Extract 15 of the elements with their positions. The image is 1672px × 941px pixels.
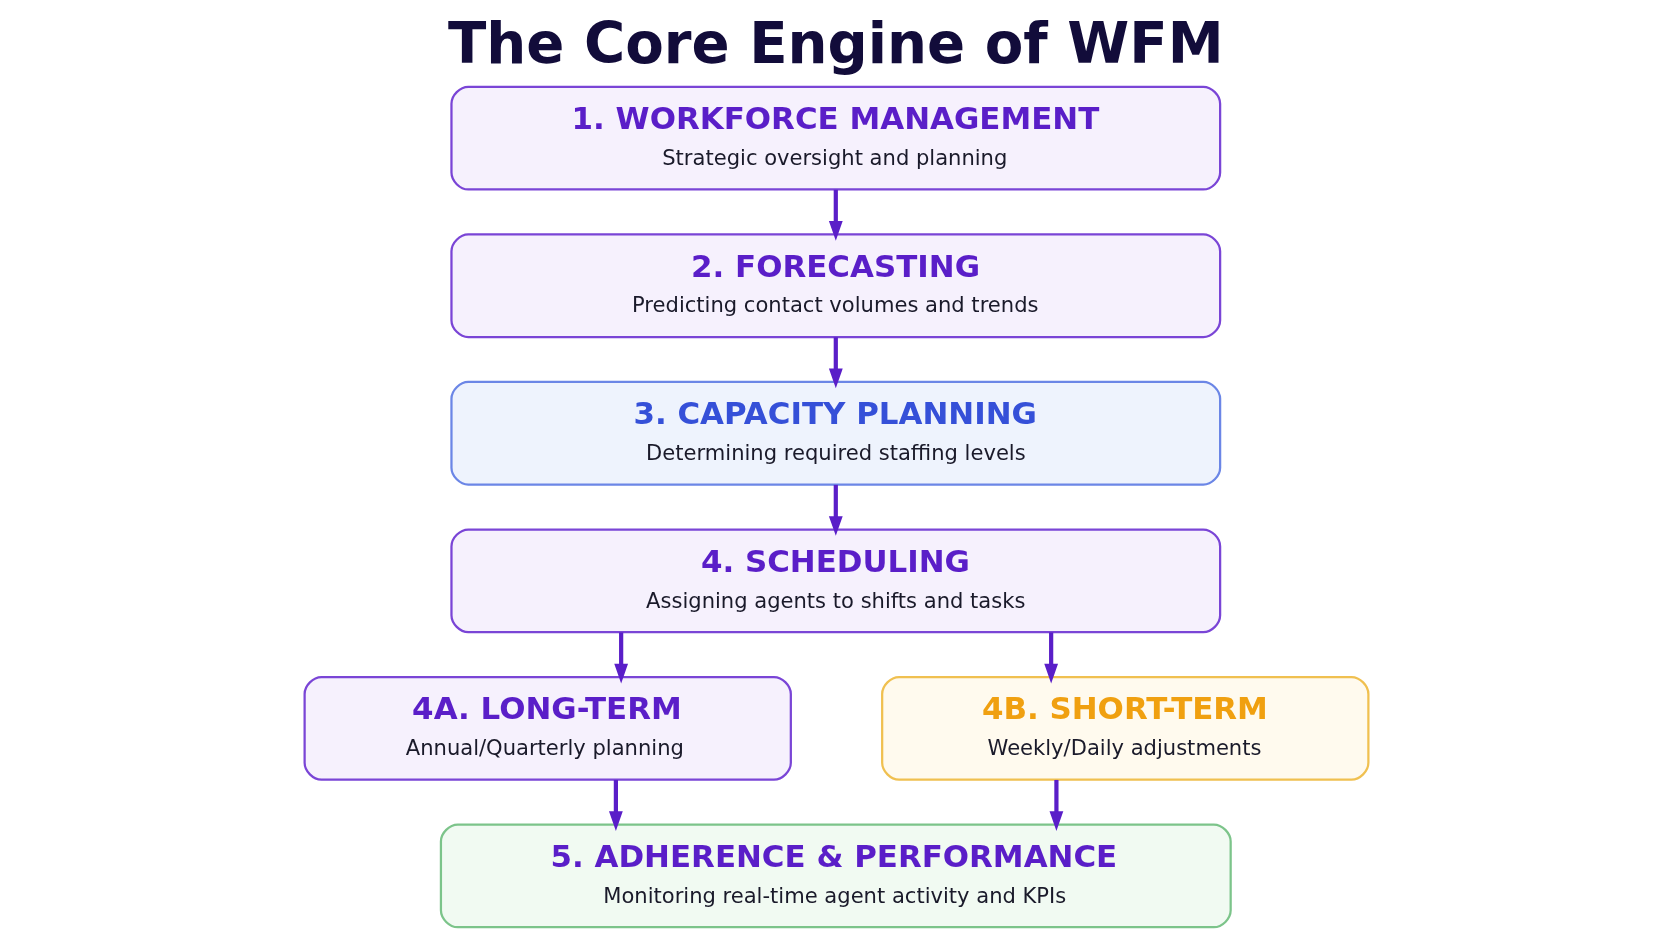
arrow — [613, 632, 628, 684]
node-box: 4A. LONG-TERM Annual/Quarterly planning — [303, 675, 792, 781]
node-box: 1. WORKFORCE MANAGEMENT Strategic oversight and planning — [449, 85, 1221, 191]
arrow — [608, 779, 623, 831]
node-box: 2. FORECASTING Predicting contact volumes and trends — [449, 233, 1221, 339]
arrow — [828, 189, 843, 241]
arrow — [1049, 779, 1063, 831]
arrow — [1043, 632, 1058, 684]
arrow — [828, 484, 843, 536]
diagram-title: The Core Engine of WFM — [447, 10, 1224, 76]
arrow — [828, 337, 843, 389]
node-box: 4. SCHEDULING Assigning agents to shifts and tasks — [449, 528, 1221, 634]
node-box: 4B. SHORT-TERM Weekly/Daily adjustments — [880, 675, 1369, 781]
node-box: 5. ADHERENCE & PERFORMANCE Monitoring real-time agent activity and KPIs — [439, 823, 1232, 929]
node-box: 3. CAPACITY PLANNING Determining required staffing levels — [449, 380, 1221, 486]
